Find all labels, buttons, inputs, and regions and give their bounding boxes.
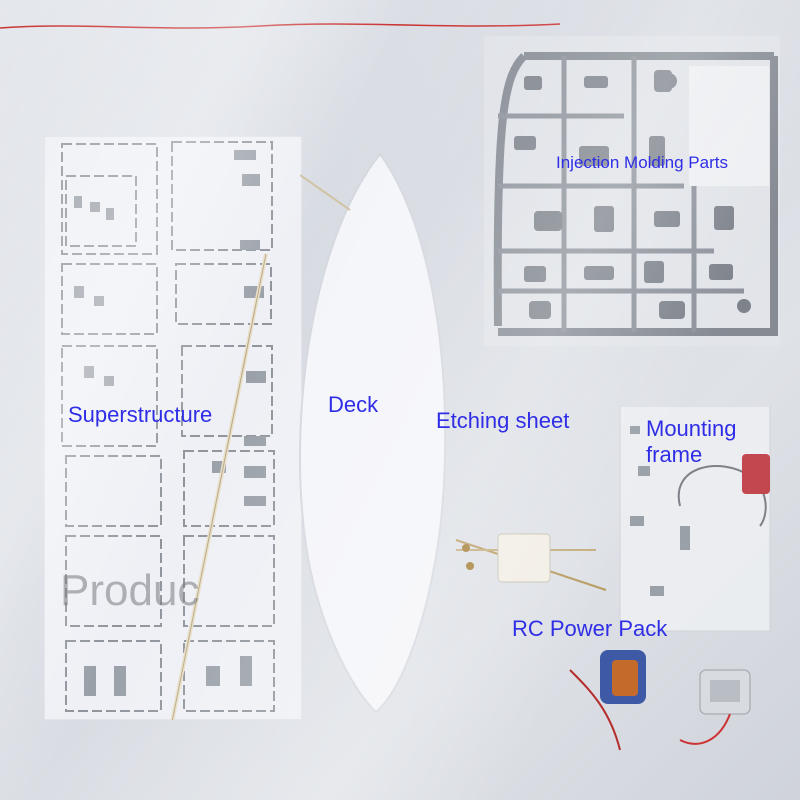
label-rc-power-pack: RC Power Pack [512, 616, 668, 641]
label-etching-sheet: Etching sheet [436, 408, 570, 433]
deck-hull-piece [298, 152, 447, 714]
label-superstructure: Superstructure [68, 402, 213, 427]
superstructure-sheet [44, 136, 302, 720]
mounting-frame-part [619, 406, 771, 632]
injection-molding-sprue [484, 36, 780, 346]
label-deck: Deck [328, 392, 379, 417]
bag-zip-seal [0, 23, 560, 29]
watermark-text: Produc [60, 566, 200, 615]
label-injection-molding: Injection Molding Parts [556, 153, 728, 172]
rc-power-pack [569, 650, 751, 751]
etching-sheet-pack [455, 533, 607, 591]
label-mounting-frame: Mounting frame [646, 416, 737, 467]
brass-rod [300, 174, 351, 211]
